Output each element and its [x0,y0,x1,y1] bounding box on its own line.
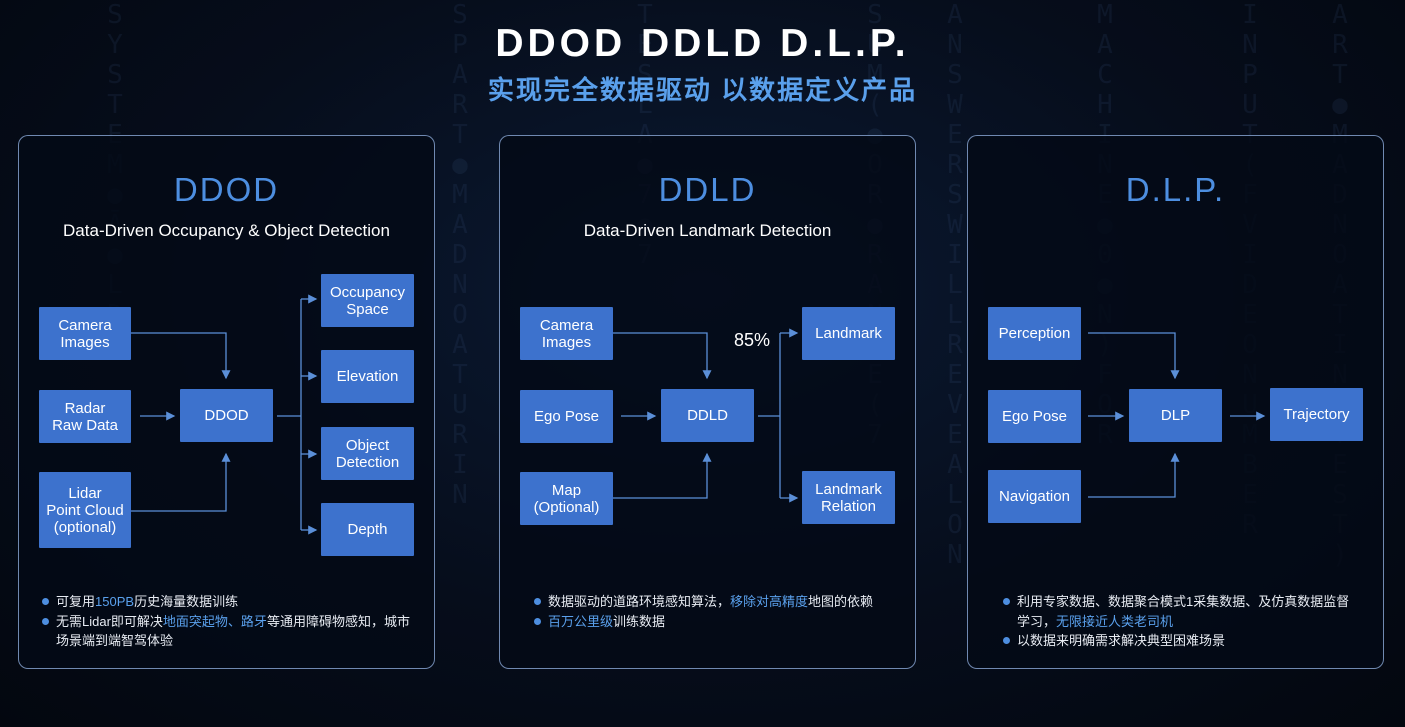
node-ddld: DDLD [661,389,754,442]
node-perception: Perception [988,307,1081,360]
node-radar-raw-data: Radar Raw Data [39,390,131,443]
node-camera-images: Camera Images [520,307,613,360]
panel-fullname: Data-Driven Landmark Detection [583,221,832,240]
panel-ddod: DDOD Data-Driven Occupancy & Object Dete… [18,135,435,669]
node-navigation: Navigation [988,470,1081,523]
panel-title: DDLD [658,171,757,208]
bullet-item: 无需Lidar即可解决地面突起物、路牙等通用障碍物感知，城市场景端到端智驾体验 [40,612,420,651]
bullet-item: 以数据来明确需求解决典型困难场景 [1001,631,1353,651]
slide-subtitle: 实现完全数据驱动 以数据定义产品 [487,75,918,105]
bullet-item: 利用专家数据、数据聚合模式1采集数据、及仿真数据监督学习，无限接近人类老司机 [1001,592,1353,631]
node-camera-images: Camera Images [39,307,131,360]
node-ddod: DDOD [180,389,273,442]
panel-fullname: Data-Driven Occupancy & Object Detection [63,221,390,240]
node-occupancy-space: Occupancy Space [321,274,414,327]
node-ego-pose: Ego Pose [988,390,1081,443]
node-trajectory: Trajectory [1270,388,1363,441]
bullet-item: 百万公里级训练数据 [532,612,901,632]
node-object-detection: Object Detection [321,427,414,480]
node-landmark-relation: Landmark Relation [802,471,895,524]
node-elevation: Elevation [321,350,414,403]
panel-bullets: 可复用150PB历史海量数据训练 无需Lidar即可解决地面突起物、路牙等通用障… [40,592,420,651]
panel-ddld: DDLD Data-Driven Landmark Detection 85% … [499,135,916,669]
background-glyphs: SPART●MADNOATURIN [445,0,475,510]
panel-dlp: D.L.P. Perception Ego Pose Navigation DL… [967,135,1384,669]
node-ego-pose: Ego Pose [520,390,613,443]
node-depth: Depth [321,503,414,556]
bullet-item: 可复用150PB历史海量数据训练 [40,592,420,612]
node-dlp: DLP [1129,389,1222,442]
slide-title: DDOD DDLD D.L.P. [495,22,910,65]
panel-bullets: 利用专家数据、数据聚合模式1采集数据、及仿真数据监督学习，无限接近人类老司机 以… [1001,592,1353,651]
node-landmark: Landmark [802,307,895,360]
node-lidar-point-cloud: Lidar Point Cloud (optional) [39,472,131,548]
panel-title: DDOD [173,171,280,208]
panel-title: D.L.P. [1125,171,1226,208]
annotation-percentage: 85% [734,330,771,350]
panel-bullets: 数据驱动的道路环境感知算法，移除对高精度地图的依赖 百万公里级训练数据 [532,592,901,631]
node-map: Map (Optional) [520,472,613,525]
bullet-item: 数据驱动的道路环境感知算法，移除对高精度地图的依赖 [532,592,901,612]
